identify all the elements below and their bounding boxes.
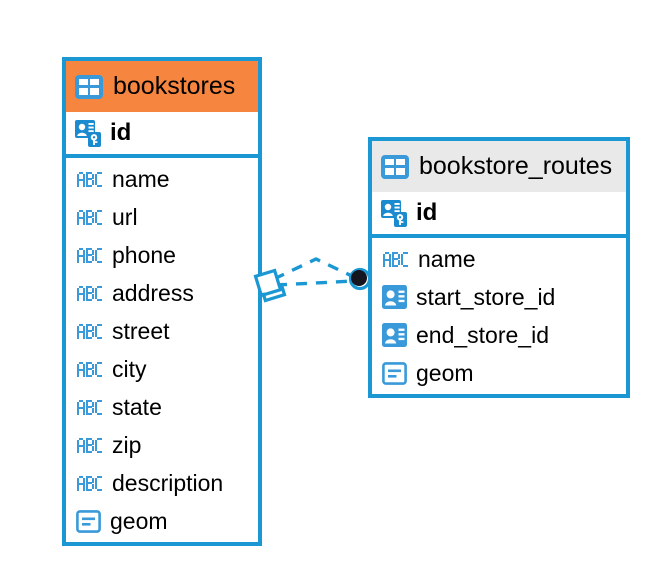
primary-key-row[interactable]: id [372, 192, 626, 238]
field-label: geom [110, 507, 168, 534]
text-abc-icon [382, 251, 409, 267]
field-row[interactable]: end_store_id [372, 316, 626, 354]
primary-key-label: id [110, 119, 132, 146]
text-abc-icon [76, 437, 103, 453]
field-row[interactable]: zip [66, 426, 258, 464]
field-row[interactable]: geom [372, 354, 626, 392]
field-row[interactable]: url [66, 198, 258, 236]
field-row[interactable]: state [66, 388, 258, 426]
entity-bookstore-routes[interactable]: bookstore_routes id [368, 137, 630, 398]
text-abc-icon [76, 285, 103, 301]
field-label: address [112, 279, 194, 306]
text-abc-icon [76, 323, 103, 339]
field-row[interactable]: start_store_id [372, 278, 626, 316]
field-row[interactable]: name [372, 240, 626, 278]
field-label: phone [112, 241, 176, 268]
entity-header-bookstores[interactable]: bookstores [66, 61, 258, 112]
text-abc-icon [76, 209, 103, 225]
primary-key-icon [381, 199, 407, 227]
text-abc-icon [76, 361, 103, 377]
field-row[interactable]: name [66, 160, 258, 198]
geometry-blob-icon [382, 361, 407, 385]
text-abc-icon [76, 475, 103, 491]
field-row[interactable]: address [66, 274, 258, 312]
field-row[interactable]: geom [66, 502, 258, 540]
entity-bookstores[interactable]: bookstores id [62, 57, 262, 546]
field-label: url [112, 203, 138, 230]
primary-key-label: id [416, 199, 438, 226]
table-icon [75, 74, 103, 99]
field-label: zip [112, 431, 142, 458]
foreign-key-icon [382, 323, 407, 347]
entity-header-bookstore-routes[interactable]: bookstore_routes [372, 141, 626, 192]
table-icon [381, 154, 409, 179]
field-label: description [112, 469, 224, 496]
field-row[interactable]: phone [66, 236, 258, 274]
field-row[interactable]: description [66, 464, 258, 502]
filled-circle-marker [348, 267, 372, 291]
relationship-connector[interactable] [250, 243, 380, 313]
field-label: end_store_id [416, 321, 549, 348]
field-label: street [112, 317, 170, 344]
field-list-bookstores: name u [66, 158, 258, 540]
field-label: state [112, 393, 162, 420]
geometry-blob-icon [76, 509, 101, 533]
entity-title: bookstore_routes [419, 152, 613, 180]
entity-title: bookstores [113, 72, 236, 100]
field-row[interactable]: street [66, 312, 258, 350]
primary-key-row[interactable]: id [66, 112, 258, 158]
text-abc-icon [76, 247, 103, 263]
foreign-key-icon [382, 285, 407, 309]
diamond-marker-shadow [261, 282, 287, 303]
primary-key-icon [75, 119, 101, 147]
field-list-bookstore-routes: name start_store_id [372, 238, 626, 392]
field-label: name [418, 245, 476, 272]
field-label: name [112, 165, 170, 192]
text-abc-icon [76, 399, 103, 415]
field-label: geom [416, 359, 474, 386]
field-label: start_store_id [416, 283, 556, 310]
text-abc-icon [76, 171, 103, 187]
field-row[interactable]: city [66, 350, 258, 388]
field-label: city [112, 355, 147, 382]
